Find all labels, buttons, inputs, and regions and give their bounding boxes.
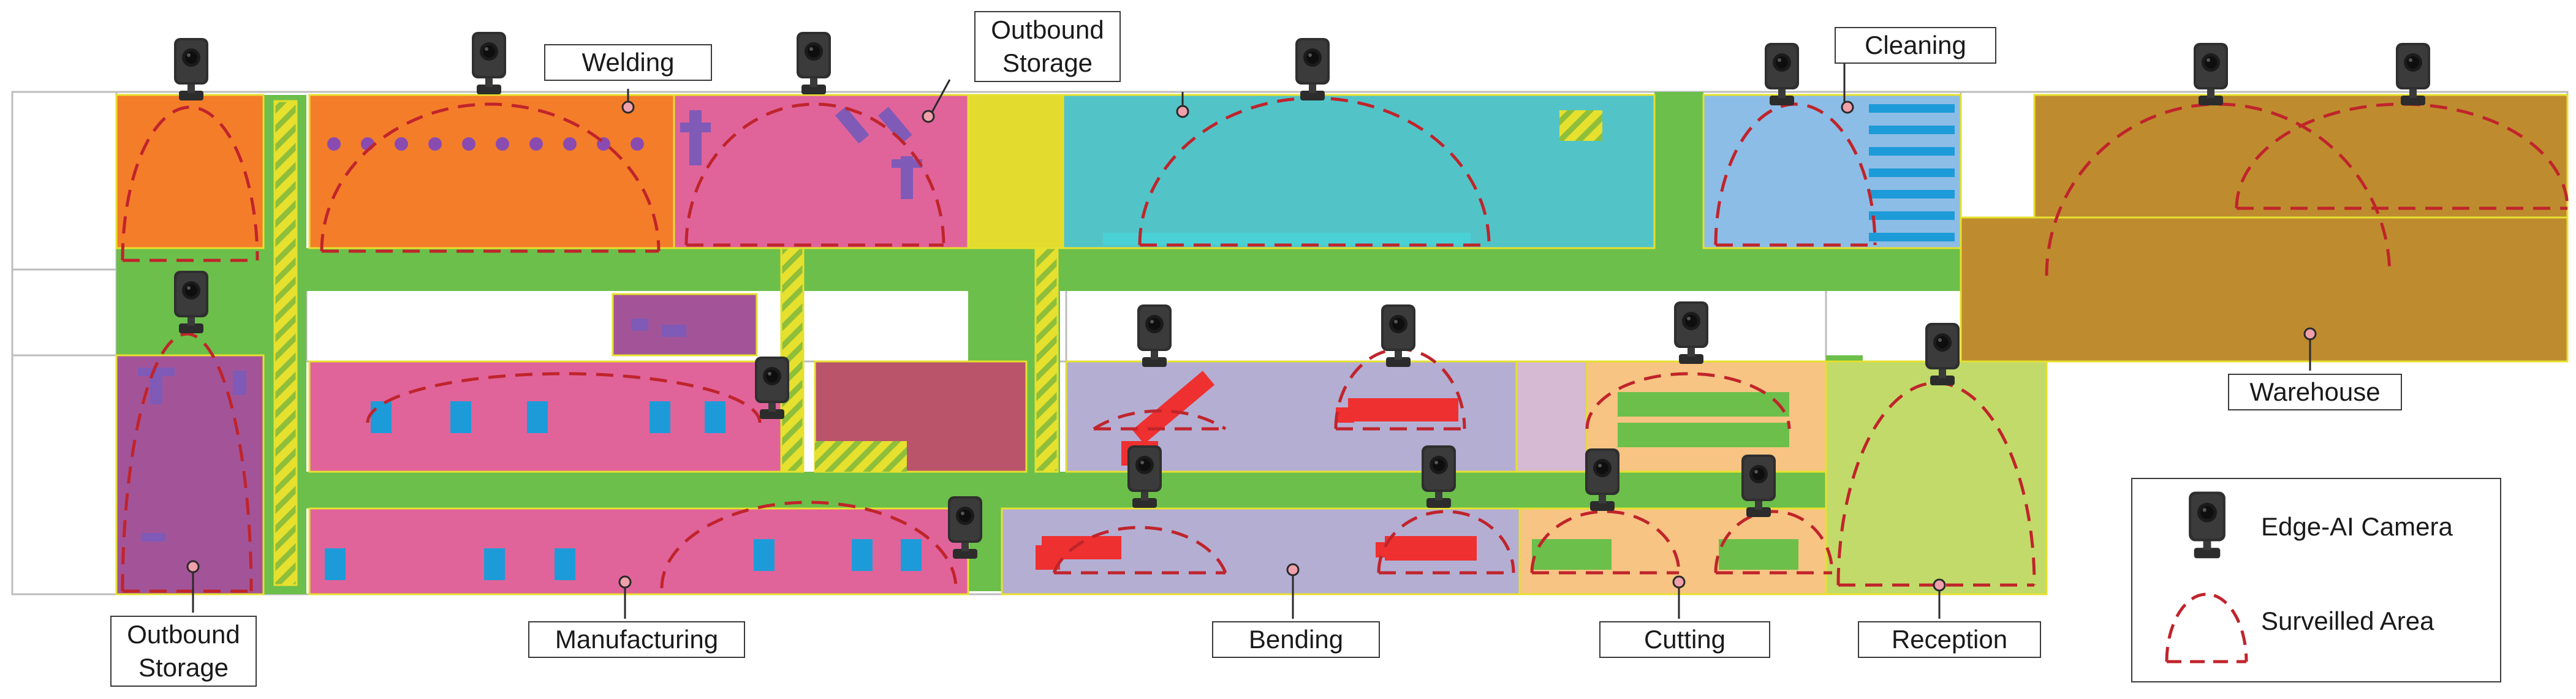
hatched-areas [815,110,1602,472]
label-outbound-storage-bottom: Outbound Storage [110,616,257,687]
label-welding: Welding [544,44,712,81]
label-manufacturing: Manufacturing [528,621,745,658]
label-cutting: Cutting [1599,621,1770,658]
zone-welding [308,94,675,249]
legend-camera-label: Edge-AI Camera [2261,512,2453,541]
camera-icon [2189,491,2226,559]
machines-blue [325,104,1955,580]
label-reception: Reception [1858,621,2041,658]
zone-warehouse [1960,216,2569,363]
zone-gradient [1515,360,1588,473]
label-bending: Bending [1212,621,1380,658]
surveilled-areas [121,96,2569,593]
label-outbound-storage-top: Outbound Storage [974,11,1121,82]
office-strip-east [1065,287,1827,363]
machines-green [1532,392,1798,570]
zone-outbound-storage-top [673,94,969,249]
label-leaders [186,61,2317,619]
zone-outbound-top-left [115,94,265,249]
label-warehouse: Warehouse [2228,374,2402,410]
zone-reception [1825,360,2048,595]
surveilled-area-icon [2165,592,2248,663]
camera-icon [472,32,506,94]
zone-cyan [1062,94,1656,249]
legend-surveilled-label: Surveilled Area [2261,606,2434,635]
machines-purple [138,107,922,542]
zone-warehouse-top [2033,94,2569,219]
camera-icon [797,32,831,94]
zone-yellow [967,94,1064,249]
label-cleaning: Cleaning [1835,27,1996,64]
legend: Edge-AI Camera Surveilled Area [2131,478,2501,682]
zones [115,94,2569,595]
